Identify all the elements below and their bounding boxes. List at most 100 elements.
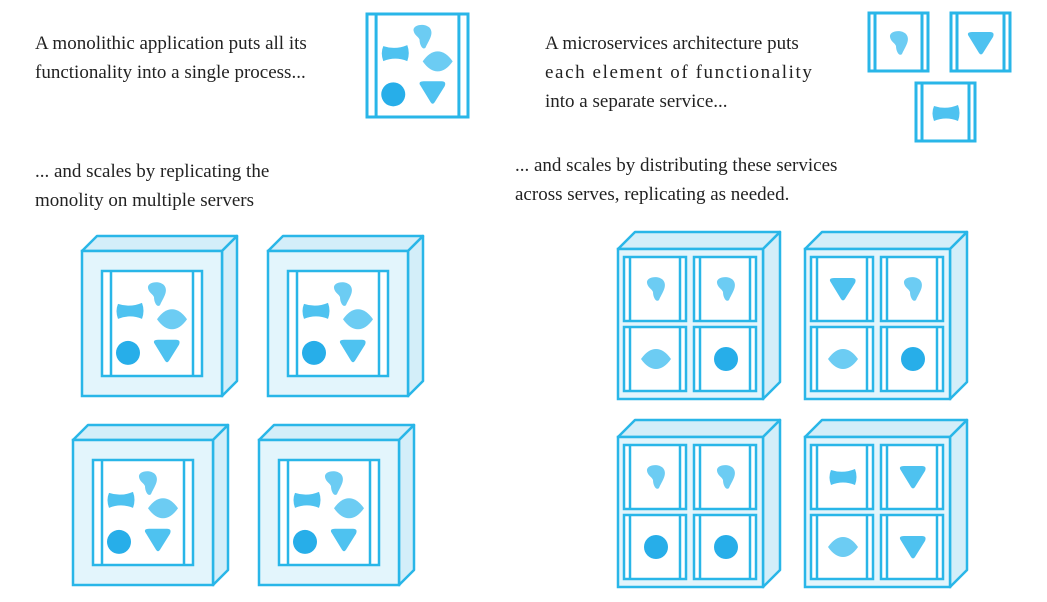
blob-icon	[646, 277, 665, 301]
triangle-icon	[144, 528, 171, 552]
service-panel	[809, 255, 875, 323]
diamond-icon	[148, 498, 178, 519]
blob-icon	[903, 277, 922, 301]
service-panel	[879, 325, 945, 393]
blob-icon	[147, 282, 166, 306]
text-line: into a separate service...	[545, 91, 728, 112]
service-panel	[622, 443, 688, 511]
server-top	[616, 418, 782, 439]
blob-icon	[333, 282, 352, 306]
microservice-server	[803, 230, 969, 401]
service-panel	[692, 513, 758, 581]
service-panel	[879, 443, 945, 511]
text-line: A microservices architecture puts	[545, 33, 799, 54]
monolith-server	[80, 234, 239, 398]
bone-icon	[829, 469, 857, 485]
diamond-icon	[334, 498, 364, 519]
text-line: ... and scales by distributing these ser…	[515, 155, 838, 176]
blob-icon	[138, 471, 157, 495]
bone-icon	[107, 491, 135, 508]
bone-icon	[293, 491, 321, 508]
triangle-icon	[153, 339, 180, 363]
diamond-icon	[828, 349, 858, 369]
circle-icon	[714, 535, 738, 559]
server-side	[948, 230, 969, 401]
server-top	[71, 423, 230, 442]
server-side	[948, 418, 969, 589]
service-panel	[622, 325, 688, 393]
panel-frame	[692, 255, 758, 323]
server-top	[803, 418, 969, 439]
triangle-icon	[330, 528, 357, 552]
bone-icon	[932, 105, 960, 121]
microservice	[867, 11, 930, 73]
triangle-icon	[829, 278, 856, 301]
triangle-icon	[967, 32, 994, 55]
service-panel	[809, 443, 875, 511]
blob-icon	[413, 24, 432, 49]
server-side	[220, 234, 239, 398]
service-panel	[692, 255, 758, 323]
text-line: A monolithic application puts all its	[35, 33, 307, 54]
service-panel	[879, 255, 945, 323]
circle-icon	[901, 347, 925, 371]
service-panel	[949, 11, 1012, 73]
server-side	[397, 423, 416, 587]
diamond-icon	[422, 51, 453, 72]
triangle-icon	[339, 339, 366, 363]
bone-icon	[116, 302, 144, 319]
service-panel	[622, 255, 688, 323]
server-side	[406, 234, 425, 398]
circle-icon	[381, 82, 406, 107]
monolith-process	[365, 12, 470, 119]
service-panel	[692, 443, 758, 511]
text-line: monolity on multiple servers	[35, 190, 255, 211]
circle-icon	[293, 529, 317, 554]
panel-frame	[622, 443, 688, 511]
microservices-scale-text: ... and scales by distributing these ser…	[515, 151, 837, 209]
text-line: functionality into a single process...	[35, 62, 306, 83]
server-side	[761, 230, 782, 401]
monolith-server	[71, 423, 230, 587]
server-top	[616, 230, 782, 251]
monolith-server	[257, 423, 416, 587]
server-top	[266, 234, 425, 253]
text-line: across serves, replicating as needed.	[515, 184, 790, 205]
diamond-icon	[641, 349, 671, 369]
bone-icon	[381, 45, 409, 62]
server-side	[211, 423, 230, 587]
server-top	[80, 234, 239, 253]
diamond-icon	[157, 309, 187, 330]
microservice-server	[803, 418, 969, 589]
blob-icon	[716, 277, 735, 301]
text-line: ... and scales by replicating the	[35, 161, 270, 182]
monolith-intro-text: A monolithic application puts all its fu…	[35, 29, 307, 87]
service-panel	[622, 513, 688, 581]
circle-icon	[302, 340, 326, 365]
service-panel	[879, 513, 945, 581]
monolith-scale-text: ... and scales by replicating the monoli…	[35, 157, 269, 215]
server-side	[761, 418, 782, 589]
triangle-icon	[419, 81, 446, 104]
service-panel	[692, 325, 758, 393]
blob-icon	[646, 465, 665, 489]
circle-icon	[714, 347, 738, 371]
text-line: each element of functionality	[545, 62, 814, 83]
server-top	[803, 230, 969, 251]
circle-icon	[107, 529, 131, 554]
microservice	[949, 11, 1012, 73]
blob-icon	[889, 31, 908, 55]
circle-icon	[644, 535, 668, 559]
microservice	[914, 81, 977, 143]
blob-icon	[716, 465, 735, 489]
microservice-server	[616, 418, 782, 589]
microservices-intro-text: A microservices architecture puts each e…	[545, 29, 814, 116]
bone-icon	[302, 302, 330, 319]
blob-icon	[324, 471, 343, 495]
panel-frame	[809, 443, 875, 511]
monolith-server	[266, 234, 425, 398]
service-panel	[809, 325, 875, 393]
server-top	[257, 423, 416, 442]
circle-icon	[116, 340, 140, 365]
